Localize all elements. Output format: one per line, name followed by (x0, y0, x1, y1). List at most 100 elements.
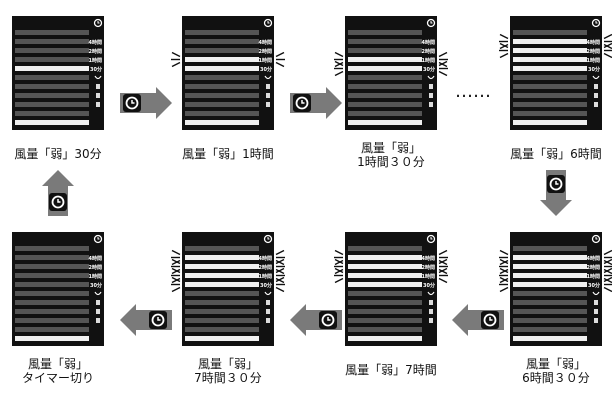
panel-bar (348, 327, 422, 332)
mode-icon (266, 93, 270, 98)
state-label: 風量「弱」 (361, 141, 421, 155)
clock-icon (149, 311, 167, 329)
timer-label: 1時間 (422, 273, 435, 280)
timer-bar-4時間 (15, 255, 89, 260)
mode-icon (96, 93, 100, 98)
flash-marks (171, 51, 181, 68)
clock-icon (93, 18, 103, 28)
panel-bar (513, 120, 587, 125)
panel-bar (348, 111, 422, 116)
panel-bar (348, 30, 422, 35)
mode-icon (429, 300, 433, 305)
panel-bar (185, 309, 259, 314)
timer-label: 4時間 (89, 255, 102, 262)
panel-bar (348, 318, 422, 323)
panel-bar (348, 246, 422, 251)
flash-marks (499, 276, 509, 293)
swirl-icon (427, 75, 435, 80)
swirl-icon (592, 291, 600, 296)
timer-label: 30分 (90, 66, 102, 73)
arrow-right (120, 87, 172, 119)
mode-icon (429, 318, 433, 323)
flash-marks (499, 258, 509, 275)
panel-bar (185, 318, 259, 323)
timer-label: 2時間 (89, 48, 102, 55)
flash-marks (438, 51, 448, 68)
arrow-right (290, 87, 342, 119)
flash-marks (334, 267, 344, 284)
panel-bar (513, 309, 587, 314)
panel-bar (15, 102, 89, 107)
timer-bar-30分 (348, 66, 422, 71)
flash-marks (334, 51, 344, 68)
panel-bar (348, 93, 422, 98)
panel-bar (348, 291, 422, 296)
timer-bar-4時間 (513, 39, 587, 44)
state-label: 風量「弱」6時間 (510, 147, 602, 161)
panel-bar (185, 75, 259, 80)
panel-bar (513, 291, 587, 296)
timer-bar-2時間 (185, 264, 259, 269)
timer-label: 1時間 (259, 273, 272, 280)
flash-marks (171, 249, 181, 266)
state-label: 6時間３０分 (522, 371, 590, 385)
panel-bar (15, 327, 89, 332)
timer-label: 2時間 (587, 48, 600, 55)
flash-marks (171, 276, 181, 293)
timer-label: 4時間 (89, 39, 102, 46)
clock-icon (263, 18, 273, 28)
panel-bar (513, 336, 587, 341)
panel-bar (348, 75, 422, 80)
panel-bar (513, 246, 587, 251)
flash-marks (334, 249, 344, 266)
timer-bar-4時間 (348, 255, 422, 260)
timer-label: 4時間 (587, 255, 600, 262)
timer-bar-1時間 (348, 57, 422, 62)
timer-bar-2時間 (15, 48, 89, 53)
panel-bar (15, 93, 89, 98)
mode-icon (594, 309, 598, 314)
arrow-up (42, 170, 74, 216)
timer-bar-2時間 (185, 48, 259, 53)
state-label: タイマー切り (22, 371, 94, 385)
flash-marks (171, 267, 181, 284)
timer-bar-30分 (185, 282, 259, 287)
arrow-left (290, 304, 342, 336)
timer-bar-4時間 (185, 255, 259, 260)
mode-icon (266, 300, 270, 305)
panel-bar (15, 291, 89, 296)
timer-bar-1時間 (513, 57, 587, 62)
timer-bar-2時間 (513, 48, 587, 53)
flash-marks (438, 249, 448, 266)
ellipsis: …… (455, 81, 491, 102)
panel-bar (15, 300, 89, 305)
clock-icon (591, 18, 601, 28)
flash-marks (334, 60, 344, 77)
mode-icon (429, 102, 433, 107)
panel-bar (15, 246, 89, 251)
labels-layer: 風量「弱」30分風量「弱」1時間風量「弱」1時間３０分風量「弱」6時間風量「弱」… (14, 141, 601, 385)
panel-bar (513, 300, 587, 305)
arrows-layer (42, 87, 572, 336)
timer-bar-30分 (513, 66, 587, 71)
timer-bar-1時間 (513, 273, 587, 278)
timer-label: 2時間 (259, 48, 272, 55)
flash-marks (438, 258, 448, 275)
state-label: 風量「弱」 (28, 357, 88, 371)
panel-bar (185, 291, 259, 296)
panel-bar (185, 300, 259, 305)
timer-bar-1時間 (185, 273, 259, 278)
mode-icon (266, 84, 270, 89)
flash-marks (275, 267, 285, 284)
timer-label: 30分 (588, 282, 600, 289)
timer-bar-4時間 (513, 255, 587, 260)
timer-bar-4時間 (185, 39, 259, 44)
mode-icon (266, 102, 270, 107)
mode-icon (96, 84, 100, 89)
